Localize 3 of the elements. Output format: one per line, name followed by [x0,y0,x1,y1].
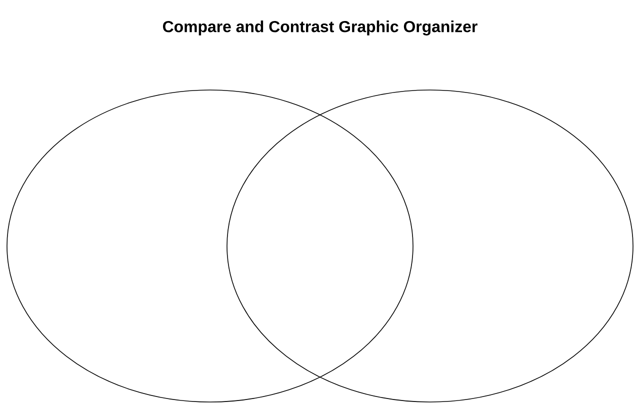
venn-circle [226,90,634,402]
title: Compare and Contrast Graphic Organizer [163,20,478,36]
venn-circle [6,90,414,402]
